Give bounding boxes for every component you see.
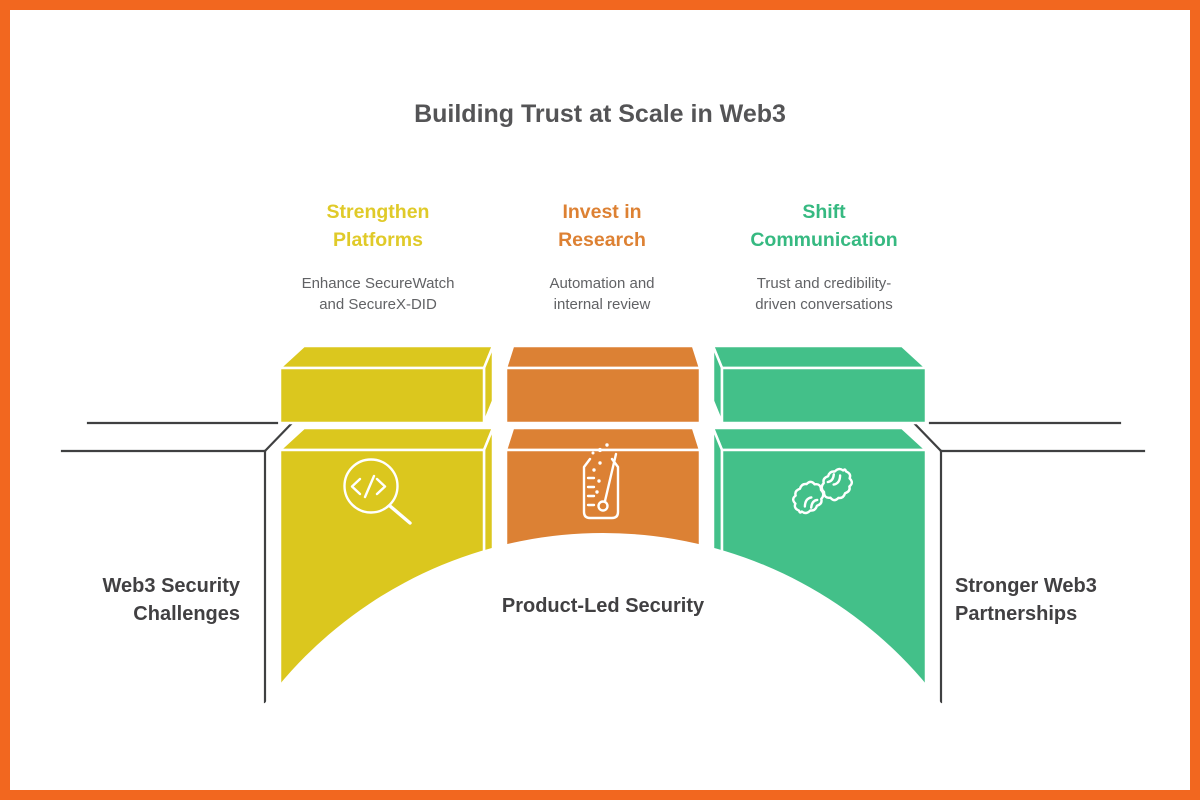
research-beaker-icon — [582, 443, 620, 520]
pillar3-heading-line1: Shift — [802, 201, 846, 223]
orange-top-block-top-face — [504, 344, 702, 370]
green-top-block-front-face — [720, 366, 928, 425]
pillar-header-invest-in-research: Invest in Research Automation and intern… — [549, 201, 654, 313]
right-corner-diagonal — [912, 421, 943, 453]
pillar3-subtitle-line2: driven conversations — [755, 296, 893, 313]
pillar2-subtitle-line2: internal review — [554, 296, 651, 313]
left-label-line1: Web3 Security — [103, 575, 241, 597]
pillar-header-shift-communication: Shift Communication Trust and credibilit… — [750, 201, 897, 313]
outcome-labels: Web3 Security Challenges Stronger Web3 P… — [103, 575, 1097, 625]
pillar3-heading-line2: Communication — [750, 229, 897, 251]
handshake-icon — [791, 467, 854, 515]
code-magnifier-icon — [343, 458, 412, 525]
pillar2-subtitle-line1: Automation and — [549, 275, 654, 292]
green-pier-top-face — [711, 426, 928, 452]
pillar2-heading-line1: Invest in — [562, 201, 641, 223]
yellow-top-block-front-face — [278, 366, 486, 425]
pillar1-subtitle-line1: Enhance SecureWatch — [302, 275, 455, 292]
pillar1-heading-line2: Platforms — [333, 229, 423, 251]
orange-pier-top-face — [504, 426, 702, 452]
pillar1-heading-line1: Strengthen — [327, 201, 430, 223]
pillar3-subtitle-line1: Trust and credibility- — [757, 275, 892, 292]
green-top-block-top-face — [711, 344, 928, 370]
bridge-diagram: Building Trust at Scale in Web3 Strength… — [60, 100, 1146, 790]
left-corner-diagonal — [263, 421, 294, 453]
left-label-line2: Challenges — [133, 603, 240, 625]
right-label-line1: Stronger Web3 — [955, 575, 1097, 597]
pillar2-heading-line2: Research — [558, 229, 646, 251]
pillar-header-strengthen-platforms: Strengthen Platforms Enhance SecureWatch… — [302, 201, 455, 313]
orange-top-block-front-face — [504, 366, 702, 425]
pillar1-subtitle-line2: and SecureX-DID — [319, 296, 437, 313]
right-label-line2: Partnerships — [955, 603, 1077, 625]
page-title: Building Trust at Scale in Web3 — [414, 100, 786, 128]
bridge-arch-cutout — [215, 533, 991, 790]
yellow-top-block-top-face — [278, 344, 495, 370]
cliff-edge-lines — [60, 421, 1146, 704]
yellow-pier-top-face — [278, 426, 495, 452]
center-label: Product-Led Security — [502, 595, 705, 617]
